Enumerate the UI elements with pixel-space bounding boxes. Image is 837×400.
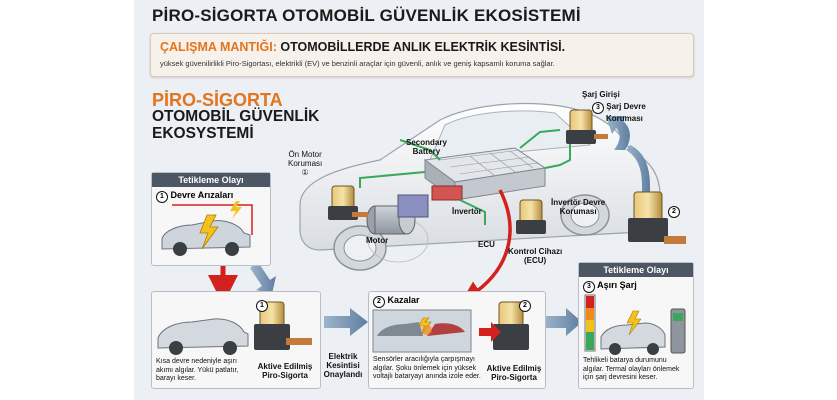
trigger-left-num: 1 (156, 191, 168, 203)
fuse-charge (566, 109, 608, 144)
brand-line-2: EKOSYSTEMİ (152, 125, 254, 142)
label-secondary-battery: Secondary Battery (406, 138, 447, 156)
trigger-right-box: Tetikleme Olayı 3 Aşırı Şarj Tehlikeli b… (578, 262, 694, 389)
principle-line: ÇALIŞMA MANTIĞI: OTOMOBİLLERDE ANLIK ELE… (160, 40, 565, 54)
trigger-right-desc-2: algılar. Termal olayları önlemek (583, 365, 680, 373)
fuse-front-motor (328, 185, 368, 220)
label-control-1: Kontrol Cihazı (508, 247, 563, 256)
label-front-motor-2: Koruması (288, 159, 323, 168)
step2-illustration (372, 301, 529, 353)
green-wires (359, 129, 576, 225)
step2-box: 2 Kazalar 2 Sensörler aracılığıyla çarpı… (368, 291, 546, 389)
label-motor: Motor (366, 236, 389, 245)
label-charge-protection: 3 Şarj Devre Koruması (592, 102, 646, 123)
step1-desc: Kısa devre nedeniyle aşırı akımı algılar… (156, 358, 254, 384)
label-front-motor-1: Ön Motor (288, 150, 322, 159)
trigger-right-title: Aşırı Şarj (597, 280, 637, 290)
blue-arrow-right (544, 308, 582, 336)
step2-title-row: 2 Kazalar (373, 295, 420, 308)
step2-title: Kazalar (387, 295, 420, 305)
step1-desc-1: Kısa devre nedeniyle aşırı (156, 358, 237, 365)
label-control-2: (ECU) (524, 256, 547, 265)
main-title: PİRO-SİGORTA OTOMOBİL GÜVENLİK EKOSİSTEM… (152, 6, 581, 25)
step2-active-1: Aktive Edilmiş (486, 364, 542, 373)
step2-desc: Sensörler aracılığıyla çarpışmayı algıla… (373, 356, 493, 382)
red-crash-arrow (461, 189, 512, 302)
step1-active-label: Aktive Edilmiş Piro-Sigorta (252, 362, 318, 380)
brand-subtitle: OTOMOBİL GÜVENLİK EKOSYSTEMİ (152, 108, 319, 142)
trigger-left-illustration (161, 201, 253, 256)
label-control-unit: Kontrol Cihazı (ECU) (508, 247, 562, 265)
step1-box: 1 Kısa devre nedeniyle aşırı akımı algıl… (151, 291, 321, 389)
label-charge-prot-2: Koruması (606, 114, 643, 123)
principle-band (150, 33, 694, 77)
num-2b: 2 (519, 300, 531, 312)
trigger-right-desc-1: Tehlikeli batarya durumunu (583, 357, 667, 364)
cutoff-confirmed-label: Elektrik Kesintisi Onaylandı (320, 352, 366, 379)
trigger-left-box: Tetikleme Olayı 1 Devre Arızaları (151, 172, 271, 266)
trigger-right-illustration (584, 294, 686, 355)
label-inverter-prot-1: İnvertör Devre (551, 198, 606, 207)
cutoff-3: Onaylandı (323, 370, 363, 379)
principle-text: OTOMOBİLLERDE ANLIK ELEKTRİK KESİNTİSİ. (280, 40, 566, 54)
step2-desc-3: voltajlı bataryayı anında izole eder. (373, 373, 481, 380)
brand-line-1: OTOMOBİL GÜVENLİK (152, 108, 320, 125)
num-2a: 2 (668, 206, 680, 218)
step2-fuse-num-wrap: 2 (519, 294, 531, 312)
step1-desc-3: barayı keser. (156, 375, 197, 382)
fuse-inverter (516, 199, 546, 234)
blue-arrow-mid (324, 308, 368, 336)
label-secondary-1: Secondary (406, 138, 447, 147)
label-front-motor: Ön Motor Koruması ① (288, 150, 322, 177)
trigger-left-title-row: 1 Devre Arızaları (152, 187, 270, 206)
fuse-right-large (628, 191, 686, 244)
label-charge-prot-1: Şarj Devre (606, 102, 646, 111)
num-2-right: 2 (668, 200, 680, 218)
step2-active-label: Aktive Edilmiş Piro-Sigorta (483, 364, 545, 382)
label-secondary-2: Battery (412, 147, 441, 156)
step2-num: 2 (373, 296, 385, 308)
blue-arrow-left (250, 262, 276, 294)
secondary-battery-box (431, 185, 463, 201)
principle-label: ÇALIŞMA MANTIĞI: (160, 40, 277, 54)
step1-num: 1 (256, 300, 268, 312)
inverter-box (397, 194, 429, 218)
trigger-left-title: Devre Arızaları (170, 190, 234, 200)
label-front-motor-num: ① (301, 168, 309, 177)
step2-desc-2: algılar. Şoku önlemek için yüksek (373, 364, 477, 372)
trigger-left-header: Tetikleme Olayı (152, 173, 270, 187)
step1-active-2: Piro-Sigorta (262, 371, 308, 380)
step1-active-1: Aktive Edilmiş (257, 362, 313, 371)
step2-desc-1: Sensörler aracılığıyla çarpışmayı (373, 356, 475, 363)
trigger-right-header: Tetikleme Olayı (579, 263, 693, 277)
principle-sub: yüksek güvenilirlikli Piro-Sigortası, el… (160, 59, 555, 68)
label-charge-input: Şarj Girişi (582, 90, 620, 99)
trigger-right-desc: Tehlikeli batarya durumunu algılar. Term… (583, 357, 691, 383)
cutoff-1: Elektrik (328, 352, 358, 361)
blue-arrow-up (606, 116, 630, 150)
label-ecu: ECU (478, 240, 495, 249)
step2-active-2: Piro-Sigorta (491, 373, 537, 382)
trigger-right-desc-3: için şarj devresini keser. (583, 374, 658, 381)
trigger-right-title-row: 3 Aşırı Şarj (579, 277, 693, 296)
brand-title: PİRO-SİGORTA (152, 90, 283, 110)
charge-prot-num: 3 (592, 102, 604, 114)
blue-arrow-right-side (626, 145, 650, 202)
cutoff-2: Kesintisi (326, 361, 360, 370)
label-inverter: İnvertör (452, 207, 482, 216)
step1-desc-2: akımı algılar. Yükü patlatır, (156, 366, 239, 374)
step1-num-wrap: 1 (256, 294, 268, 312)
label-inverter-prot-2: Koruması (559, 207, 597, 216)
label-inverter-protection: İnvertör Devre Koruması (551, 198, 605, 216)
